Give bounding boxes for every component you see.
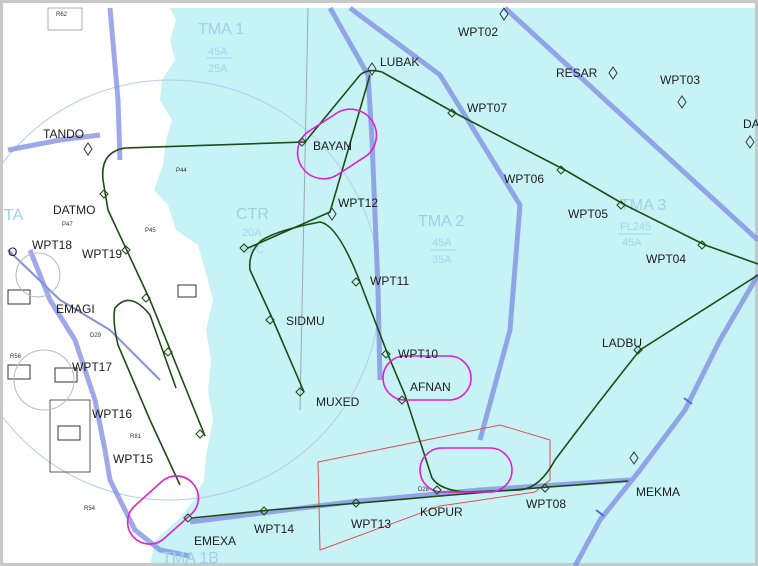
route-east-descent	[248, 221, 758, 493]
svg-text:R54: R54	[84, 506, 96, 512]
waypoint-wpt02: WPT02	[458, 25, 498, 39]
waypoint-bayan: BAYAN	[313, 139, 352, 153]
boundary-ticks	[595, 397, 693, 517]
waypoint-muxed: MUXED	[316, 395, 360, 409]
airspace-label-ctr: CTR 20A SFC	[236, 206, 269, 256]
airport-circle	[15, 252, 61, 298]
land-marker	[7, 289, 31, 305]
waypoint-wpt12: WPT12	[338, 196, 378, 210]
waypoint-o: O	[8, 245, 17, 259]
route-west-loop	[101, 141, 306, 437]
boundary-ctr	[7, 249, 161, 381]
svg-text:35A: 35A	[432, 254, 452, 266]
waypoint-wpt14: WPT14	[254, 522, 294, 536]
holding-bayan	[296, 108, 378, 180]
boundary-west	[7, 132, 101, 153]
airport-circle	[13, 349, 75, 411]
waypoint-tando: TANDO	[43, 127, 84, 141]
svg-text:P45: P45	[145, 228, 156, 234]
svg-text:45A: 45A	[208, 46, 228, 58]
svg-text:D28: D28	[418, 487, 430, 493]
area-p44: P44	[176, 168, 187, 174]
area-r54: R54	[84, 506, 96, 512]
waypoint-wpt08: WPT08	[526, 497, 566, 511]
boundary-tma2-outer	[348, 5, 523, 441]
waypoint-wpt17: WPT17	[72, 360, 112, 374]
svg-text:R81: R81	[130, 434, 142, 440]
airspace-label-tma1b: TMA 1B	[162, 550, 219, 566]
land-marker	[7, 364, 31, 380]
svg-text:CTR: CTR	[236, 206, 269, 223]
area-r62: R62	[47, 7, 83, 31]
svg-text:D29: D29	[90, 333, 102, 339]
waypoint-wpt13: WPT13	[351, 517, 391, 531]
waypoint-wpt06: WPT06	[504, 172, 544, 186]
waypoint-wpt05: WPT05	[568, 207, 608, 221]
waypoint-mekma: MEKMA	[636, 485, 680, 499]
land-marker	[49, 399, 91, 473]
area-r56: R56	[10, 354, 22, 360]
holding-emexa	[126, 475, 200, 545]
svg-text:25A: 25A	[208, 63, 228, 75]
svg-text:FL245: FL245	[620, 221, 651, 233]
svg-text:20A: 20A	[242, 227, 262, 239]
svg-text:45A: 45A	[432, 237, 452, 249]
route-ticks	[99, 108, 707, 523]
grid-line	[299, 7, 309, 411]
land-marker	[177, 284, 197, 298]
holding-afnan	[382, 355, 472, 401]
waypoint-wpt16: WPT16	[92, 407, 132, 421]
waypoint-resar: RESAR	[556, 66, 598, 80]
waypoint-emexa: EMEXA	[194, 534, 236, 548]
svg-text:P44: P44	[176, 168, 187, 174]
waypoint-kopur: KOPUR	[420, 505, 463, 519]
airspace-label-ta: TA	[4, 207, 24, 224]
boundary-tma2-west	[327, 6, 383, 381]
holding-kopur	[419, 447, 513, 493]
waypoint-wpt19: WPT19	[82, 247, 122, 261]
land-marker	[54, 367, 78, 383]
route-west-hold	[113, 299, 181, 486]
boundary-south	[189, 477, 631, 525]
waypoint-ladbu: LADBU	[602, 336, 642, 350]
waypoint-wpt18: WPT18	[32, 238, 72, 252]
svg-text:P47: P47	[62, 222, 73, 228]
waypoint-wpt07: WPT07	[467, 101, 507, 115]
route-center-spur	[247, 74, 371, 249]
area-d29: D29	[90, 333, 102, 339]
area-p47: P47	[62, 222, 73, 228]
boundary-tma1-north	[107, 7, 123, 161]
svg-text:TMA 3: TMA 3	[620, 197, 666, 214]
sea-area	[150, 8, 758, 566]
airspace-label-tma3: TMA 3 FL245 45A	[618, 197, 666, 249]
svg-text:TMA 1: TMA 1	[198, 21, 244, 38]
waypoint-markers	[83, 7, 755, 465]
waypoint-datmo: DATMO	[53, 203, 95, 217]
boundary-tma3-north	[503, 6, 758, 242]
waypoint-da: DA	[743, 117, 758, 131]
svg-text:R56: R56	[10, 354, 22, 360]
waypoint-wpt11: WPT11	[370, 274, 409, 288]
boundary-east	[572, 273, 758, 566]
svg-text:TMA 2: TMA 2	[418, 213, 464, 230]
route-south	[191, 480, 629, 519]
area-d28: D28	[418, 487, 430, 493]
area-p45: P45	[145, 228, 156, 234]
svg-text:45A: 45A	[622, 237, 642, 249]
waypoint-wpt10: WPT10	[398, 347, 438, 361]
waypoint-afnan: AFNAN	[410, 380, 451, 394]
svg-text:R62: R62	[56, 12, 68, 18]
waypoint-lubak: LUBAK	[380, 55, 419, 69]
waypoint-wpt04: WPT04	[646, 252, 686, 266]
land-marker	[57, 425, 81, 441]
airspace-label-tma2: TMA 2 45A 35A	[418, 213, 464, 266]
waypoint-wpt15: WPT15	[113, 452, 153, 466]
waypoint-wpt03: WPT03	[660, 73, 700, 87]
waypoint-sidmu: SIDMU	[286, 314, 325, 328]
area-r81: R81	[130, 434, 142, 440]
airspace-label-tma1: TMA 1 45A 25A	[198, 21, 244, 75]
waypoint-emagi: EMAGI	[56, 302, 95, 316]
